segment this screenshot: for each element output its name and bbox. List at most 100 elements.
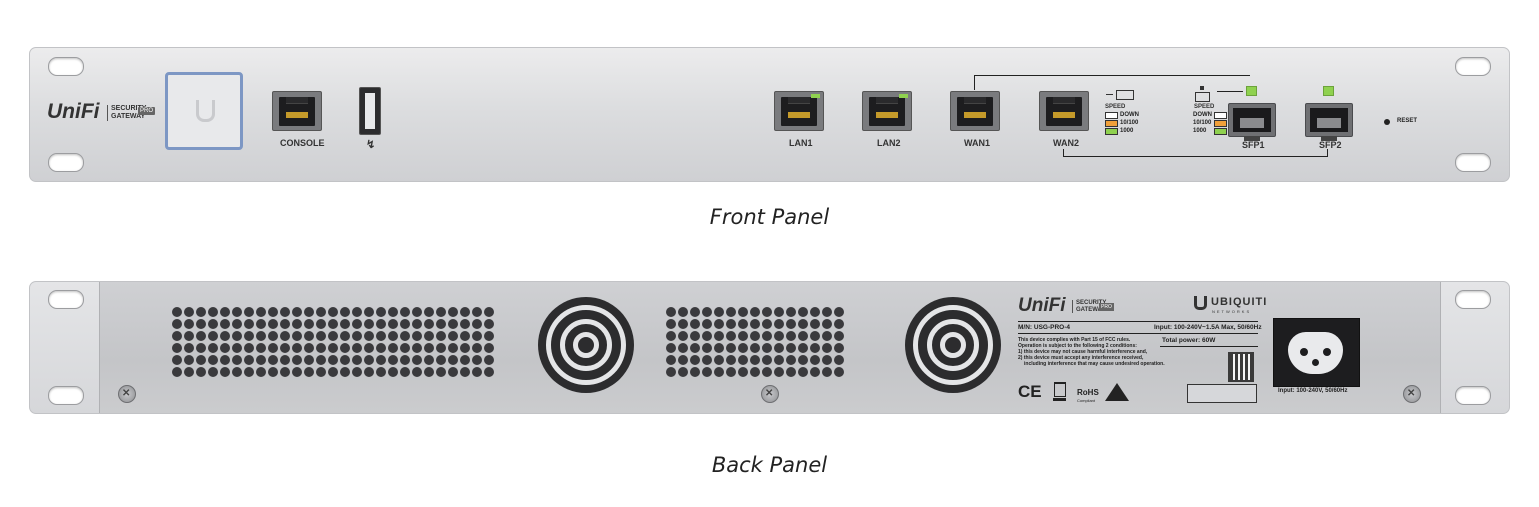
brand-name: UniFi <box>47 100 100 123</box>
rack-slot <box>48 386 84 405</box>
vent-hole <box>364 355 374 365</box>
legend-right-down-label: DOWN <box>1193 112 1212 118</box>
vent-hole <box>460 367 470 377</box>
vent-hole <box>220 355 230 365</box>
vent-hole <box>376 355 386 365</box>
lan1-port[interactable] <box>774 91 824 131</box>
vent-hole <box>666 355 676 365</box>
vent-hole <box>448 331 458 341</box>
vent-hole <box>424 367 434 377</box>
vent-hole <box>690 331 700 341</box>
vent-hole <box>364 307 374 317</box>
wan2-sfp2-line-right <box>1327 149 1328 157</box>
vent-hole <box>714 355 724 365</box>
vent-hole <box>376 319 386 329</box>
sfp2-led <box>1323 86 1334 96</box>
vent-hole <box>172 319 182 329</box>
vent-hole <box>184 343 194 353</box>
vent-hole <box>268 331 278 341</box>
usb-port[interactable] <box>359 87 381 135</box>
vent-hole <box>340 307 350 317</box>
vent-hole <box>448 343 458 353</box>
vent-hole <box>376 331 386 341</box>
wan2-port[interactable] <box>1039 91 1089 131</box>
wan2-label: WAN2 <box>1053 138 1080 148</box>
vent-hole <box>412 307 422 317</box>
vent-hole <box>220 307 230 317</box>
vent-hole <box>388 367 398 377</box>
vent-hole <box>244 331 254 341</box>
vent-hole <box>328 355 338 365</box>
rack-slot <box>1455 153 1491 172</box>
sfp2-port[interactable] <box>1305 103 1353 141</box>
vent-hole <box>340 343 350 353</box>
vent-hole <box>424 319 434 329</box>
vent-hole <box>388 343 398 353</box>
vent-hole <box>448 367 458 377</box>
vent-hole <box>472 367 482 377</box>
lan1-label: LAN1 <box>789 138 813 148</box>
legend-down-swatch <box>1105 112 1118 119</box>
lan2-port[interactable] <box>862 91 912 131</box>
vent-hole <box>738 367 748 377</box>
vent-hole <box>750 343 760 353</box>
vent-hole <box>678 331 688 341</box>
vent-hole <box>678 355 688 365</box>
vent-hole <box>774 343 784 353</box>
power-inlet-socket <box>1288 332 1343 374</box>
fan-right <box>905 297 1001 393</box>
vent-hole <box>268 355 278 365</box>
vent-hole <box>424 307 434 317</box>
vent-hole <box>292 331 302 341</box>
vent-hole <box>750 307 760 317</box>
vent-hole <box>798 355 808 365</box>
vent-hole <box>316 331 326 341</box>
wan1-port[interactable] <box>950 91 1000 131</box>
vent-hole <box>472 331 482 341</box>
vent-hole <box>738 307 748 317</box>
screw: ✕ <box>1403 385 1421 403</box>
sfp2-label: SFP2 <box>1319 140 1342 150</box>
vent-hole <box>220 331 230 341</box>
vent-hole <box>702 343 712 353</box>
unifi-logo-button[interactable] <box>165 72 243 150</box>
vent-hole <box>822 367 832 377</box>
ce-mark-icon: CE <box>1018 382 1042 401</box>
vent-hole <box>738 331 748 341</box>
vent-hole <box>328 331 338 341</box>
vent-hole <box>460 307 470 317</box>
vent-hole <box>690 355 700 365</box>
vent-hole <box>328 307 338 317</box>
vent-hole <box>232 343 242 353</box>
reset-button[interactable] <box>1384 119 1390 125</box>
vent-hole <box>280 355 290 365</box>
vent-hole <box>810 307 820 317</box>
vent-hole <box>810 319 820 329</box>
speed-legend-title: SPEED <box>1105 104 1126 110</box>
vent-hole <box>690 343 700 353</box>
vent-hole <box>484 367 494 377</box>
console-port[interactable] <box>272 91 322 131</box>
vent-hole <box>184 319 194 329</box>
vent-hole <box>280 319 290 329</box>
port-icon-left <box>1116 90 1134 100</box>
back-brand-subtitle: SECURITY GATEWAY <box>1076 300 1107 313</box>
back-brand-name: UniFi <box>1018 295 1066 316</box>
vent-hole <box>798 319 808 329</box>
sfp1-port[interactable] <box>1228 103 1276 141</box>
vent-hole <box>208 367 218 377</box>
vent-hole <box>798 343 808 353</box>
vent-hole <box>666 367 676 377</box>
vent-hole <box>448 319 458 329</box>
vent-hole <box>184 367 194 377</box>
back-plate: ✕ ✕ ✕ UniFi SECURITY GATEWAY PRO UBIQUIT… <box>99 282 1441 413</box>
vent-hole <box>244 307 254 317</box>
power-inlet[interactable] <box>1273 318 1360 387</box>
vent-hole <box>786 307 796 317</box>
vent-hole <box>220 367 230 377</box>
vent-hole <box>316 343 326 353</box>
vent-hole <box>400 355 410 365</box>
vent-hole <box>292 319 302 329</box>
vent-hole <box>714 331 724 341</box>
vent-hole <box>352 319 362 329</box>
